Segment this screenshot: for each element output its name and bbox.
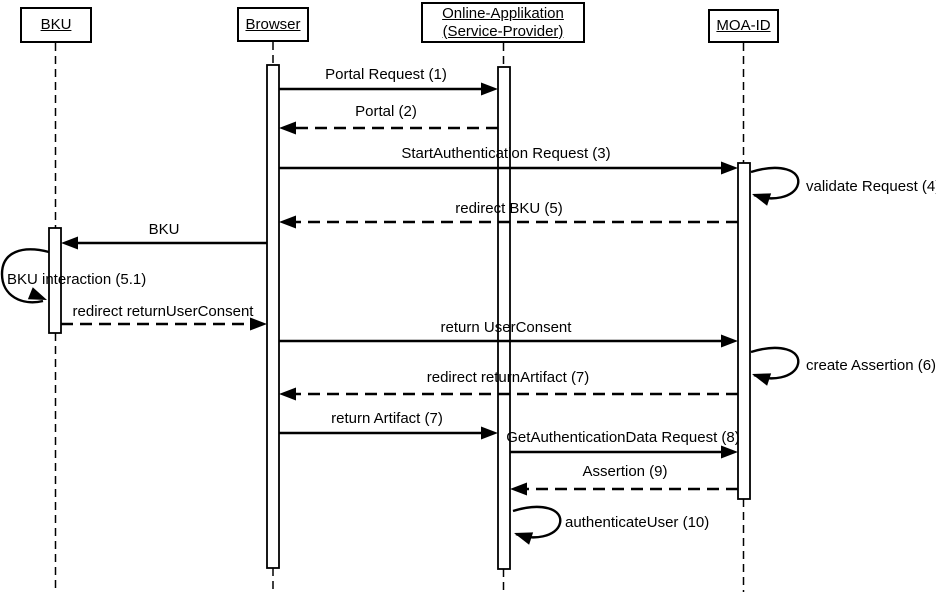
participant-browser-label: Browser: [245, 15, 301, 33]
arrow-redirect-return-artifact: [279, 387, 738, 401]
label-get-authentication-data: GetAuthenticationData Request (8): [506, 429, 740, 446]
label-bku-interaction: BKU interaction (5.1): [7, 271, 147, 288]
loop-validate-request: [750, 166, 800, 206]
participant-moa-id-label: MOA-ID: [716, 17, 771, 34]
label-return-user-consent: return UserConsent: [440, 319, 572, 336]
arrow-return-artifact: [279, 426, 498, 440]
label-authenticate-user: authenticateUser (10): [565, 514, 710, 531]
activation-browser: [266, 64, 280, 569]
label-start-authentication: StartAuthentication Request (3): [401, 145, 611, 162]
arrow-get-authentication-data: [510, 445, 738, 459]
label-redirect-return-user-consent: redirect returnUserConsent: [72, 303, 254, 320]
loop-create-assertion: [750, 346, 800, 386]
arrow-portal: [279, 121, 498, 135]
label-portal-request: Portal Request (1): [325, 66, 447, 83]
arrow-assertion: [510, 482, 738, 496]
loop-bku-interaction: [0, 248, 50, 304]
label-redirect-return-artifact: redirect returnArtifact (7): [426, 369, 590, 386]
participant-moa-id: MOA-ID: [708, 9, 779, 43]
participant-bku: BKU: [20, 7, 92, 43]
label-create-assertion: create Assertion (6): [806, 357, 936, 374]
activation-moa-id: [737, 162, 751, 500]
arrow-return-user-consent: [279, 334, 738, 348]
label-portal: Portal (2): [355, 103, 417, 120]
arrow-portal-request: [279, 82, 498, 96]
label-return-artifact: return Artifact (7): [331, 410, 443, 427]
label-assertion: Assertion (9): [582, 463, 668, 480]
participant-online-applikation-label: Online-Applikation (Service-Provider): [442, 4, 564, 40]
participant-bku-label: BKU: [40, 16, 72, 33]
activation-bku: [48, 227, 62, 334]
arrow-bku: [61, 236, 267, 250]
label-redirect-bku: redirect BKU (5): [455, 200, 563, 217]
label-validate-request: validate Request (4): [806, 178, 936, 195]
arrow-redirect-return-user-consent: [61, 317, 267, 331]
loop-authenticate-user: [512, 505, 562, 545]
arrow-redirect-bku: [279, 215, 738, 229]
participant-browser: Browser: [237, 7, 309, 42]
activation-online-applikation: [497, 66, 511, 570]
participant-online-applikation: Online-Applikation (Service-Provider): [421, 2, 585, 43]
arrow-start-authentication: [279, 161, 738, 175]
label-bku: BKU: [148, 221, 180, 238]
